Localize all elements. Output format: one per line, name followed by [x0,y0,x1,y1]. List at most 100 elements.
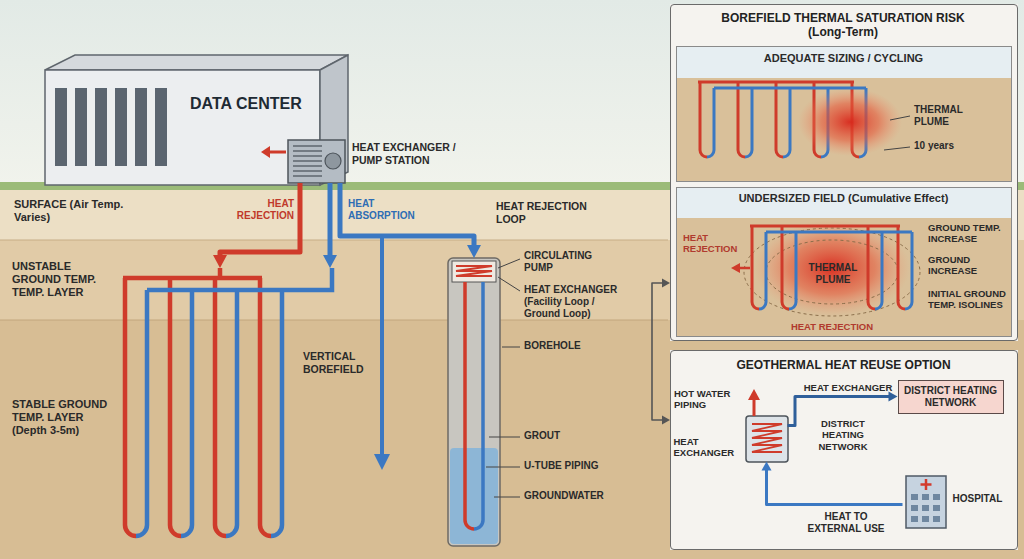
pump-station: HEAT EXCHANGER / PUMP STATION [288,140,345,183]
undersized-field-loops [744,228,920,316]
isoline-label: INITIAL GROUND TEMP. ISOLINES [928,288,1010,311]
borehole-label: BOREHOLE [524,340,614,352]
reuse-heat-exchanger-icon [753,398,756,416]
reuse-heat-exchanger-icon [748,389,760,400]
pipe-label: HOT WATER PIPING [674,388,742,411]
undersized-field-loops [731,220,920,316]
layer-label: SURFACE (Air Temp. Varies) [14,198,132,224]
undersized-field-loops [731,263,740,273]
absorption-arrow [380,236,384,456]
borehole-cutaway [474,282,483,529]
hospital-building-icon [906,476,946,528]
network-label: DISTRICT HEATING NETWORK [808,418,878,452]
hospital-building-icon [922,494,929,500]
data-center-building [155,88,167,166]
borefield-loops [136,268,332,536]
edge-label: HEAT EXCHANGER [800,382,896,393]
reuse-panel-background [670,350,1018,550]
heat-rejection-pipe [213,183,300,268]
undersized-field-loops [766,240,898,304]
edge-label: HEAT TO EXTERNAL USE [800,511,892,535]
adequate-field-loops [798,88,902,156]
sky [0,0,1024,186]
hospital-building-icon [933,516,940,522]
undersized-field-loops [759,232,912,309]
borefield-label: VERTICAL BOREFIELD [303,350,375,375]
plume-label: THERMAL PLUME [914,104,984,128]
risk-panel-background [676,218,1012,337]
connector-line [652,283,664,420]
pump-station-unit [288,140,345,183]
reuse-heat-exchanger: HEAT EXCHANGER [746,416,788,462]
pump-station-unit [268,151,286,154]
flow-label: HEAT REJECTION [782,321,882,332]
pump-station-unit [325,153,341,169]
absorption-arrow [374,454,390,470]
reuse-heat-exchanger-icon [746,389,788,462]
adequate-field-loops [884,116,910,150]
hospital-building-icon [911,516,918,522]
data-center-building [135,88,147,166]
ground-loop-pipe [340,183,481,258]
absorption-arrow [374,236,390,470]
undersized-field-loops [754,220,910,316]
part-label: GROUNDWATER [524,490,620,502]
building-title: DATA CENTER [190,94,315,113]
subpanel-title: ADEQUATE SIZING / CYCLING [677,52,1011,65]
plume-label: THERMAL PLUME [802,262,864,286]
hospital-building-icon [933,505,940,511]
hospital-building-icon [922,516,929,522]
vertical-borefield: VERTICAL BOREFIELD [115,268,377,546]
risk-panel-background [676,46,1012,78]
pump-station-unit [261,140,345,183]
flow-label: HEAT REJECTION [683,232,745,255]
reuse-heat-exchanger-icon [752,424,782,452]
data-center-building [45,70,320,185]
reuse-heat-exchanger-icon [746,416,788,462]
panel-title: BOREFIELD THERMAL SATURATION RISK (Long-… [708,11,978,40]
data-center-building [95,88,107,166]
risk-panel-background [676,187,1012,218]
time-note: 10 years [914,140,984,152]
station-label: HEAT EXCHANGER / PUMP STATION [352,141,480,166]
ground-layers [0,320,1024,559]
layer-label: UNSTABLE GROUND TEMP. TEMP. LAYER [12,260,114,300]
hospital-building-icon [911,505,918,511]
data-center-building [45,55,348,70]
borehole-cutaway [448,258,500,546]
exchanger-label: HEAT EXCHANGER [674,436,742,459]
district-heating-box: DISTRICT HEATING NETWORK [898,380,1004,414]
arrow-head [662,279,670,288]
panel-title: GEOTHERMAL HEAT REUSE OPTION [671,358,1016,372]
ground-layers [0,320,668,321]
borefield-loops [123,268,332,536]
connector-line [767,469,903,505]
borehole-cutaway [448,258,500,546]
borehole-cutaway [465,282,474,529]
borehole-cutaway [456,266,492,276]
layer-label: STABLE GROUND TEMP. LAYER (Depth 3-5m) [12,398,120,438]
ground-layers [0,190,1024,559]
hospital-building-icon [906,476,946,528]
hospital-building-icon [933,494,940,500]
data-center-building [115,88,127,166]
risk-panel-background [670,4,1018,341]
heat-absorption-pipe [323,183,337,268]
arrow-head [323,255,337,268]
return-pipe [762,462,903,505]
edge-label: HEAT REJECTION [226,198,294,222]
sky [0,0,1024,186]
part-label: CIRCULATING PUMP [524,250,620,274]
arrow-head [762,462,772,471]
pump-station-unit [261,146,270,158]
risk-panel-background [670,4,1018,341]
connector-line [340,183,474,247]
panel-bracket-arrow [652,279,670,425]
effect-label: GROUND TEMP. INCREASE [928,222,1010,245]
arrow-head [467,245,481,258]
part-label: HEAT EXCHANGER (Facility Loop / Ground L… [524,284,632,320]
edge-label: HEAT ABSORPTION [348,198,428,222]
